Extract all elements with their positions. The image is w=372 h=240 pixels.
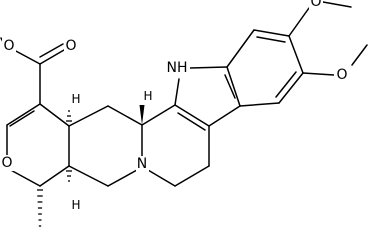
bond-c12-c11-double-b [256,36,286,43]
bond-c7-c8 [208,105,241,127]
bond-n4-c21 [107,169,138,187]
bond-c2-c7-double-a [174,104,210,127]
bond-c16-c17-double-a [6,103,41,126]
molecule-drawing: O O O NH N O O H H H [0,0,368,227]
bond-c16-c17-double-b [9,110,35,127]
structure-canvas: O O O NH N O O H H H [0,0,368,227]
atom-h-c20: H [71,198,80,212]
bond-c12-c11-double-a [253,29,290,37]
bond-methoxy-right-o-me [351,44,368,66]
bond-methoxy-top-o-me [322,1,352,8]
bond-carbonyl-double-b [39,43,64,58]
bond-c14-c3 [107,105,143,126]
bond-c11-c10 [288,35,304,74]
atom-bridge-n: N [137,156,147,172]
atom-methoxy-right-o: O [336,67,347,83]
bond-c6-c5 [174,165,210,187]
bond-c3-c2 [141,104,176,126]
hash-bond-c20-h [66,170,72,182]
bond-c2-c7-double-b [177,112,206,131]
bond-c15-c14 [68,105,109,127]
bond-c10-c9-double-b [275,71,297,98]
atom-ester-o: O [3,38,14,54]
bond-carbonyl-double-a [39,49,65,65]
atom-indole-nh: NH [167,60,188,76]
bond-c21-c20 [68,165,109,187]
bond-c13-c8 [226,66,241,107]
bond-c13-c12 [226,29,255,68]
bond-c2-n1 [174,78,180,106]
bond-c5-n4 [147,169,176,187]
bond-c8-c13-inner [224,74,236,99]
bond-c10-methoxy-right-o [302,72,335,76]
atom-h-c3: H [143,89,152,103]
bond-c15-c16 [39,103,70,127]
atom-h-c15: H [71,92,80,106]
atom-carbonyl-o: O [65,38,76,54]
atom-methoxy-top-o: O [310,0,321,10]
wedge-bond-c3-h [139,105,145,125]
hash-bond-c15-h [66,110,72,122]
bond-n1-c13 [189,66,228,69]
bond-c19-c20 [39,165,70,187]
hash-bond-c19-methyl [37,189,43,227]
atom-ring-o: O [1,155,12,171]
bond-c10-c9-double-a [278,72,304,104]
bond-c9-c8 [239,102,280,107]
bond-c11-methoxy-top-o [288,7,310,37]
bond-ester-o-carbonyl-c [13,49,41,65]
